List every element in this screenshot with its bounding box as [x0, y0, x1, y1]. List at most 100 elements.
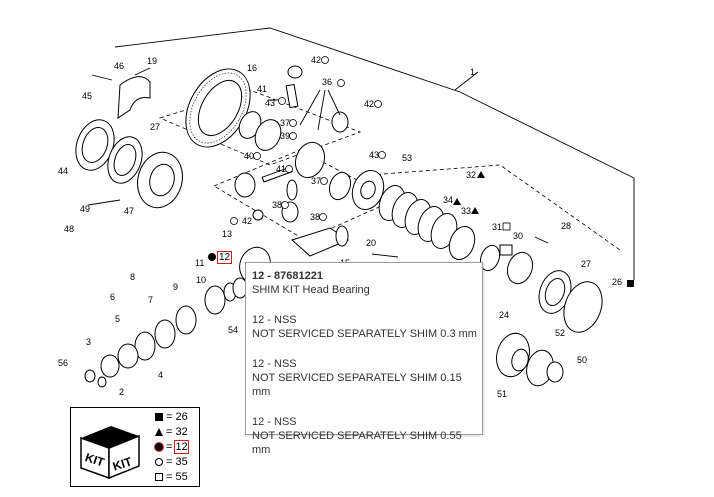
part-4-flange [117, 343, 139, 369]
tooltip-part-number: 12 - 87681221 [252, 270, 323, 282]
filled-dot-icon [154, 441, 164, 452]
svg-text:54: 54 [228, 325, 238, 335]
svg-text:50: 50 [577, 355, 587, 365]
part-39-side-gear [254, 119, 282, 151]
svg-text:48: 48 [64, 224, 74, 234]
part-5-washer [134, 331, 156, 361]
tooltip-part-number: 12 - NSS [252, 358, 297, 370]
svg-text:8: 8 [130, 272, 135, 282]
svg-text:6: 6 [110, 292, 115, 302]
svg-text:10: 10 [196, 275, 206, 285]
tooltip-part-number: 12 - NSS [252, 314, 297, 326]
svg-text:3: 3 [86, 337, 91, 347]
part-6-ring [154, 319, 176, 349]
legend-value: 32 [175, 426, 188, 438]
svg-text:27: 27 [150, 122, 160, 132]
svg-text:13: 13 [222, 229, 232, 239]
svg-text:45: 45 [82, 91, 92, 101]
svg-text:28: 28 [561, 221, 571, 231]
svg-text:53: 53 [402, 153, 412, 163]
part-56-nut [84, 369, 96, 383]
kit-label-right: KIT [111, 454, 134, 473]
open-square-icon [155, 472, 163, 481]
assembly-outline-upper [158, 89, 362, 166]
svg-text:41: 41 [257, 84, 267, 94]
part-26-oring [563, 281, 603, 333]
svg-text:42: 42 [311, 55, 321, 65]
svg-text:9: 9 [173, 282, 178, 292]
svg-text:19: 19 [147, 56, 157, 66]
part-31-ring [479, 244, 501, 272]
legend-value: 55 [175, 471, 188, 483]
svg-text:7: 7 [148, 295, 153, 305]
svg-text:24: 24 [499, 310, 509, 320]
svg-text:40: 40 [244, 151, 254, 161]
svg-text:49: 49 [80, 204, 90, 214]
tooltip-part-description: NOT SERVICED SEPARATELY SHIM 0.15 mm [252, 372, 462, 398]
part-tooltip: 12 - 87681221 SHIM KIT Head Bearing 12 -… [245, 262, 483, 456]
legend-row-square-open: = 55 [155, 470, 188, 484]
part-30-bearing [506, 251, 534, 285]
tooltip-entry: 12 - NSS NOT SERVICED SEPARATELY SHIM 0.… [252, 415, 482, 457]
svg-text:43: 43 [369, 150, 379, 160]
legend-row-triangle: = 32 [155, 425, 188, 439]
svg-text:47: 47 [124, 206, 134, 216]
svg-text:26: 26 [612, 277, 622, 287]
legend-row-square-filled: = 26 [155, 410, 188, 424]
callout-12-highlighted[interactable]: 12 [208, 251, 233, 264]
svg-text:16: 16 [247, 63, 257, 73]
svg-text:41: 41 [276, 164, 286, 174]
part-9-bearing [204, 285, 226, 315]
part-36-differential-case [294, 141, 326, 179]
legend-row-circle: = 35 [155, 455, 188, 469]
svg-text:30: 30 [513, 231, 523, 241]
legend-value: 26 [175, 411, 188, 423]
legend-row-dot: = 12 [154, 440, 189, 454]
triangle-icon [155, 427, 163, 436]
part-20-bolt [371, 253, 399, 258]
part-50-snap-ring [546, 361, 564, 383]
tooltip-entry: 12 - 87681221 SHIM KIT Head Bearing [252, 269, 482, 297]
assembly-bracket-line [114, 27, 635, 280]
svg-text:42: 42 [364, 99, 374, 109]
svg-text:2: 2 [119, 387, 124, 397]
svg-text:43: 43 [265, 98, 275, 108]
tooltip-entry: 12 - NSS NOT SERVICED SEPARATELY SHIM 0.… [252, 313, 482, 341]
svg-text:32: 32 [466, 170, 476, 180]
part-37-spider-gear [234, 172, 256, 198]
part-28-bolt [534, 236, 549, 244]
tooltip-entry: 12 - NSS NOT SERVICED SEPARATELY SHIM 0.… [252, 357, 482, 399]
part-7-seal [175, 305, 197, 335]
filled-square-icon [155, 412, 163, 421]
svg-text:11: 11 [195, 258, 204, 268]
svg-text:34: 34 [443, 195, 453, 205]
part-3-yoke [100, 354, 120, 378]
kit-label-left: KIT [83, 450, 106, 469]
part-19-bracket [117, 76, 151, 119]
svg-text:37: 37 [280, 118, 290, 128]
svg-text:31: 31 [492, 222, 502, 232]
dot-symbol-icon [208, 252, 216, 261]
svg-text:33: 33 [461, 206, 471, 216]
svg-text:42: 42 [242, 216, 252, 226]
tooltip-part-number: 12 - NSS [252, 416, 297, 428]
svg-text:37: 37 [311, 176, 321, 186]
svg-text:44: 44 [58, 166, 68, 176]
open-circle-icon [155, 457, 163, 466]
svg-text:4: 4 [158, 370, 163, 380]
legend-value: 35 [175, 456, 188, 468]
svg-text:46: 46 [114, 61, 124, 71]
svg-text:20: 20 [366, 238, 376, 248]
kit-box-icon: KIT KIT [80, 426, 140, 480]
svg-text:38: 38 [310, 212, 320, 222]
svg-text:27: 27 [581, 259, 591, 269]
svg-text:52: 52 [555, 328, 565, 338]
svg-text:56: 56 [58, 358, 68, 368]
symbol-legend: KIT KIT = 26 = 32 = 12 = 35 = 55 [70, 407, 200, 487]
part-2-washer [97, 376, 107, 388]
part-32-clutch-discs [378, 185, 476, 260]
part-42-pinion-right [331, 111, 349, 133]
svg-text:51: 51 [497, 389, 507, 399]
svg-text:1: 1 [470, 67, 475, 77]
tooltip-part-description: NOT SERVICED SEPARATELY SHIM 0.55 mm [252, 430, 462, 456]
